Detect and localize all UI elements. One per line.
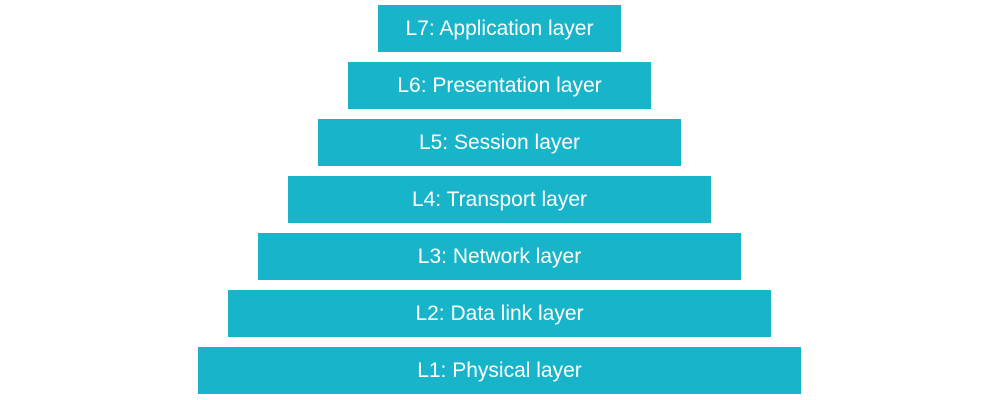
layer-session: L5: Session layer [318,119,681,166]
layer-label: L5: Session layer [418,130,581,154]
layer-transport: L4: Transport layer [288,176,711,223]
layer-label: L6: Presentation layer [397,73,602,97]
layer-application: L7: Application layer [378,5,621,52]
layer-presentation: L6: Presentation layer [348,62,651,109]
layer-label: L2: Data link layer [415,301,584,325]
layer-data-link: L2: Data link layer [228,290,771,337]
layer-label: L4: Transport layer [411,187,588,211]
layer-label: L1: Physical layer [417,358,582,382]
layer-physical: L1: Physical layer [198,347,801,394]
layer-network: L3: Network layer [258,233,741,280]
layer-label: L7: Application layer [405,16,594,40]
layer-label: L3: Network layer [417,244,582,268]
